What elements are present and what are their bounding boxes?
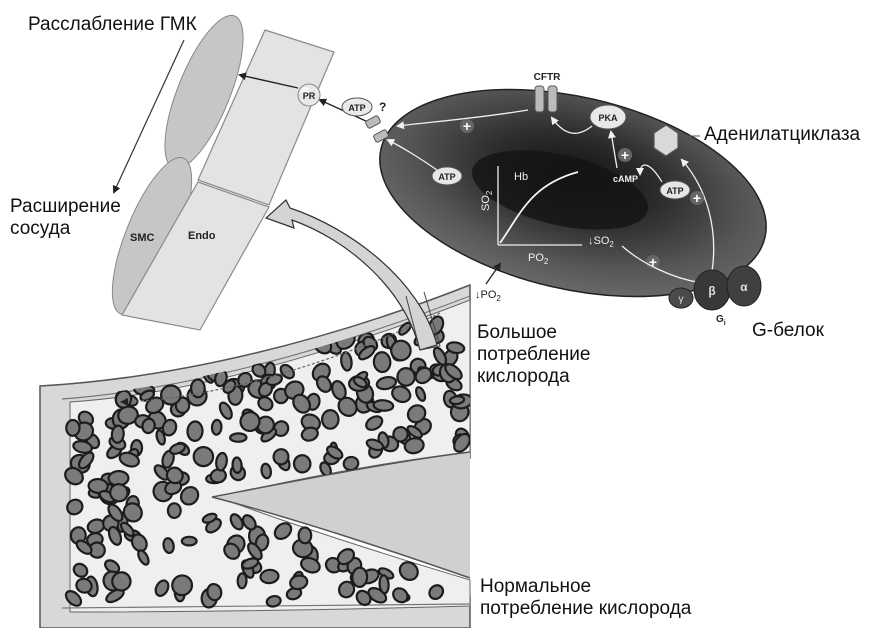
red-blood-cell: [111, 571, 132, 592]
red-blood-cell: [293, 454, 311, 473]
pka-label: PKA: [598, 113, 618, 123]
red-blood-cell: [373, 399, 393, 411]
red-blood-cell: [211, 420, 221, 435]
plus-sign: +: [463, 118, 471, 134]
red-blood-cell: [111, 425, 124, 443]
plus-sign: +: [621, 147, 629, 163]
atp-cyclase: ATP: [660, 181, 690, 199]
atp-label: ATP: [348, 103, 365, 113]
red-blood-cell: [194, 447, 214, 466]
gi-label: Gi: [716, 314, 726, 327]
blood-vessel: [40, 285, 473, 628]
red-blood-cell: [237, 573, 246, 588]
unknown-mechanism: ?: [379, 100, 386, 114]
red-blood-cell: [168, 503, 181, 518]
red-blood-cell: [298, 527, 311, 543]
red-blood-cell: [260, 569, 279, 584]
red-blood-cell: [379, 575, 389, 594]
vessel-dilation-label: Расширение сосуда: [10, 196, 121, 240]
red-blood-cell: [232, 457, 242, 473]
red-blood-cell: [66, 420, 79, 436]
pr-receptor: PR: [298, 84, 320, 106]
red-blood-cell: [230, 433, 247, 442]
red-blood-cell: [373, 352, 391, 373]
atp-label: ATP: [438, 172, 455, 182]
cftr-label: CFTR: [534, 72, 561, 83]
pr-label: PR: [303, 91, 316, 101]
high-oxygen-consumption-label: Большое потребление кислорода: [477, 322, 590, 388]
endo-label: Endo: [188, 230, 216, 242]
red-blood-cell: [182, 537, 197, 546]
beta-label: β: [708, 284, 715, 298]
po2-decrease-label: ↓PO2: [475, 289, 501, 303]
adenylate-cyclase-label: Аденилатциклаза: [704, 124, 860, 146]
pka: PKA: [590, 105, 626, 129]
gamma-label: γ: [679, 294, 684, 305]
alpha-label: α: [740, 280, 748, 294]
red-blood-cell: [187, 421, 203, 441]
g-protein-label: G-белок: [752, 320, 824, 342]
camp-label: cAMP: [613, 174, 638, 184]
hb-label: Hb: [514, 171, 528, 183]
plus-sign: +: [693, 190, 701, 206]
atp-label: ATP: [666, 186, 683, 196]
atp-outside: ATP: [342, 98, 372, 116]
smc-label: SMC: [130, 232, 155, 244]
smc-relaxation-label: Расслабление ГМК: [28, 14, 197, 36]
normal-oxygen-consumption-label: Нормальное потребление кислорода: [480, 576, 691, 620]
red-blood-cell: [322, 410, 338, 429]
atp-release-channel: [365, 115, 389, 143]
red-blood-cell: [352, 567, 368, 587]
vessel-wall-cells: [96, 6, 334, 330]
